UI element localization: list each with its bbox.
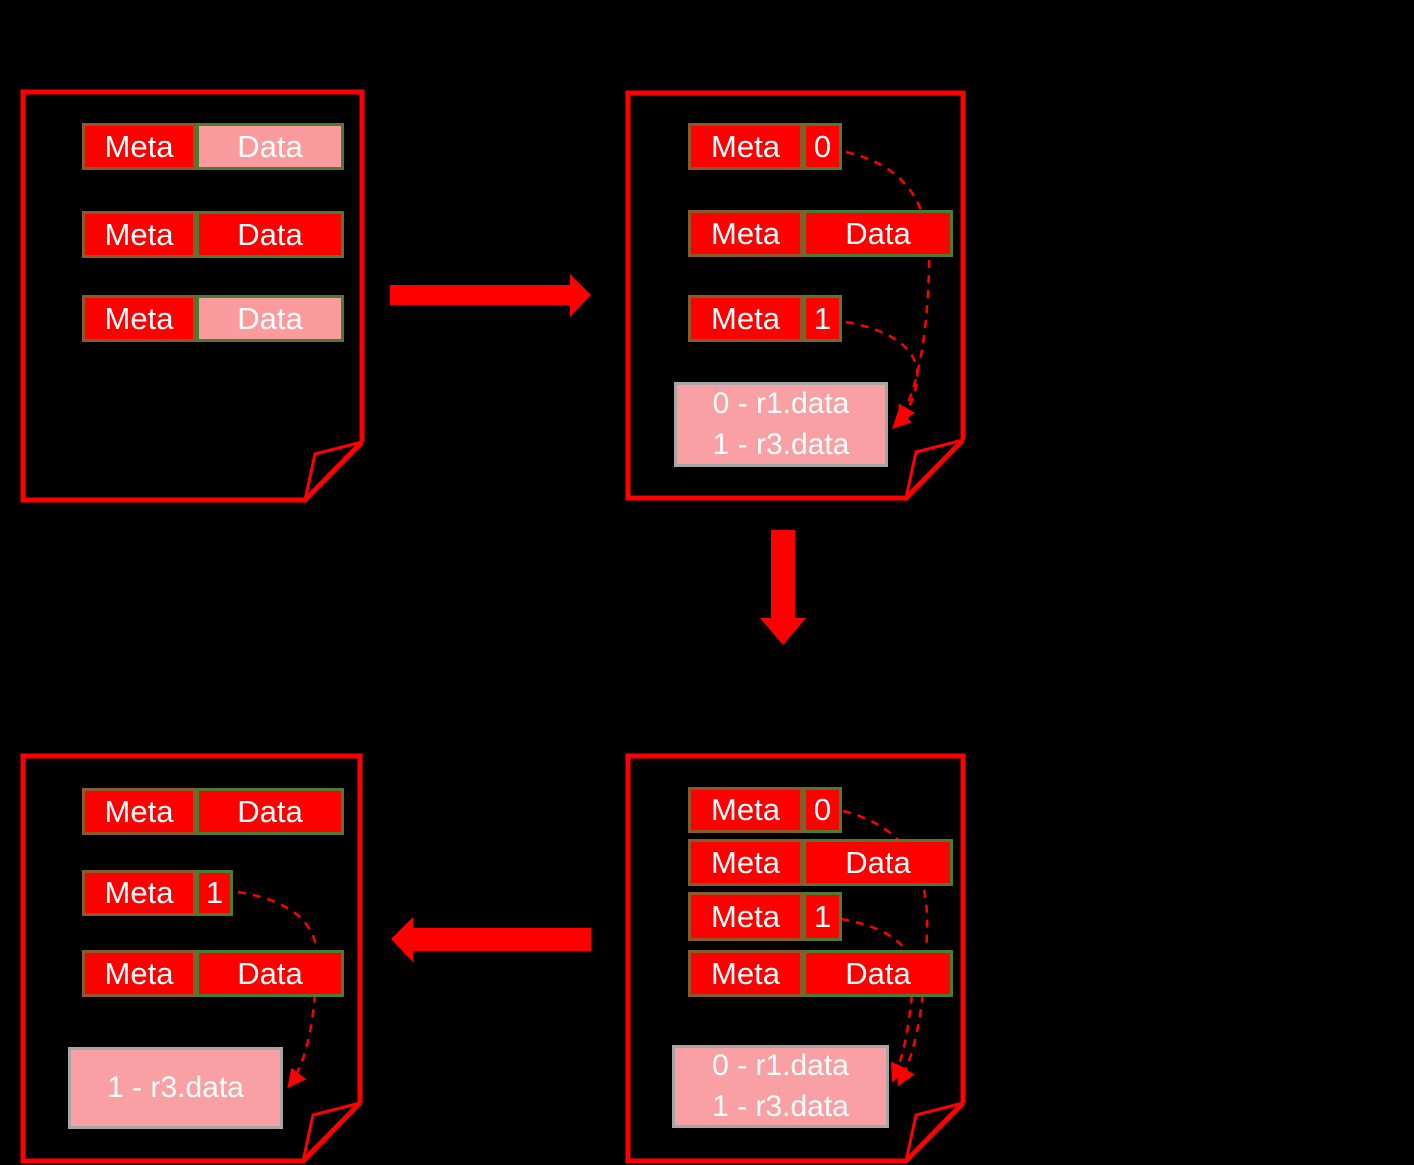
data-cell: Data [803, 210, 953, 257]
index-cell: 0 [803, 787, 842, 833]
data-cell: Data [196, 123, 344, 170]
meta-cell: Meta [82, 870, 196, 916]
meta-cell: Meta [688, 950, 803, 997]
index-cell: 0 [803, 123, 842, 170]
meta-cell: Meta [688, 295, 803, 342]
data-cell: Data [196, 788, 344, 835]
page-fold-icon [904, 1101, 964, 1162]
meta-cell: Meta [82, 788, 196, 835]
data-cell: Data [196, 211, 344, 258]
index-cell: 1 [803, 295, 842, 342]
arrow-left-icon [391, 917, 591, 962]
page-fold-icon [303, 440, 363, 501]
meta-cell: Meta [82, 950, 196, 997]
index-cell: 1 [803, 892, 842, 941]
meta-cell: Meta [688, 210, 803, 257]
lookup-box: 0 - r1.data 1 - r3.data [674, 382, 888, 467]
lookup-box-line: 0 - r1.data [712, 1049, 849, 1082]
meta-cell: Meta [688, 839, 803, 886]
data-cell: Data [196, 295, 344, 342]
arrow-down-icon [760, 530, 806, 645]
meta-cell: Meta [688, 787, 803, 833]
lookup-box: 1 - r3.data [68, 1047, 283, 1129]
meta-cell: Meta [688, 892, 803, 941]
page-fold-icon [301, 1101, 361, 1162]
data-cell: Data [196, 950, 344, 997]
data-cell: Data [803, 839, 953, 886]
meta-cell: Meta [688, 123, 803, 170]
page-fold-icon [904, 438, 964, 499]
meta-cell: Meta [82, 123, 196, 170]
lookup-box-line: 1 - r3.data [107, 1070, 244, 1104]
data-cell: Data [803, 950, 953, 997]
lookup-box-line: 0 - r1.data [712, 387, 850, 420]
meta-cell: Meta [82, 211, 196, 258]
lookup-box: 0 - r1.data 1 - r3.data [672, 1045, 889, 1128]
index-cell: 1 [196, 870, 233, 916]
meta-cell: Meta [82, 295, 196, 342]
lookup-box-line: 1 - r3.data [712, 1089, 849, 1123]
arrow-right-icon [390, 274, 591, 317]
lookup-box-line: 1 - r3.data [712, 427, 850, 461]
